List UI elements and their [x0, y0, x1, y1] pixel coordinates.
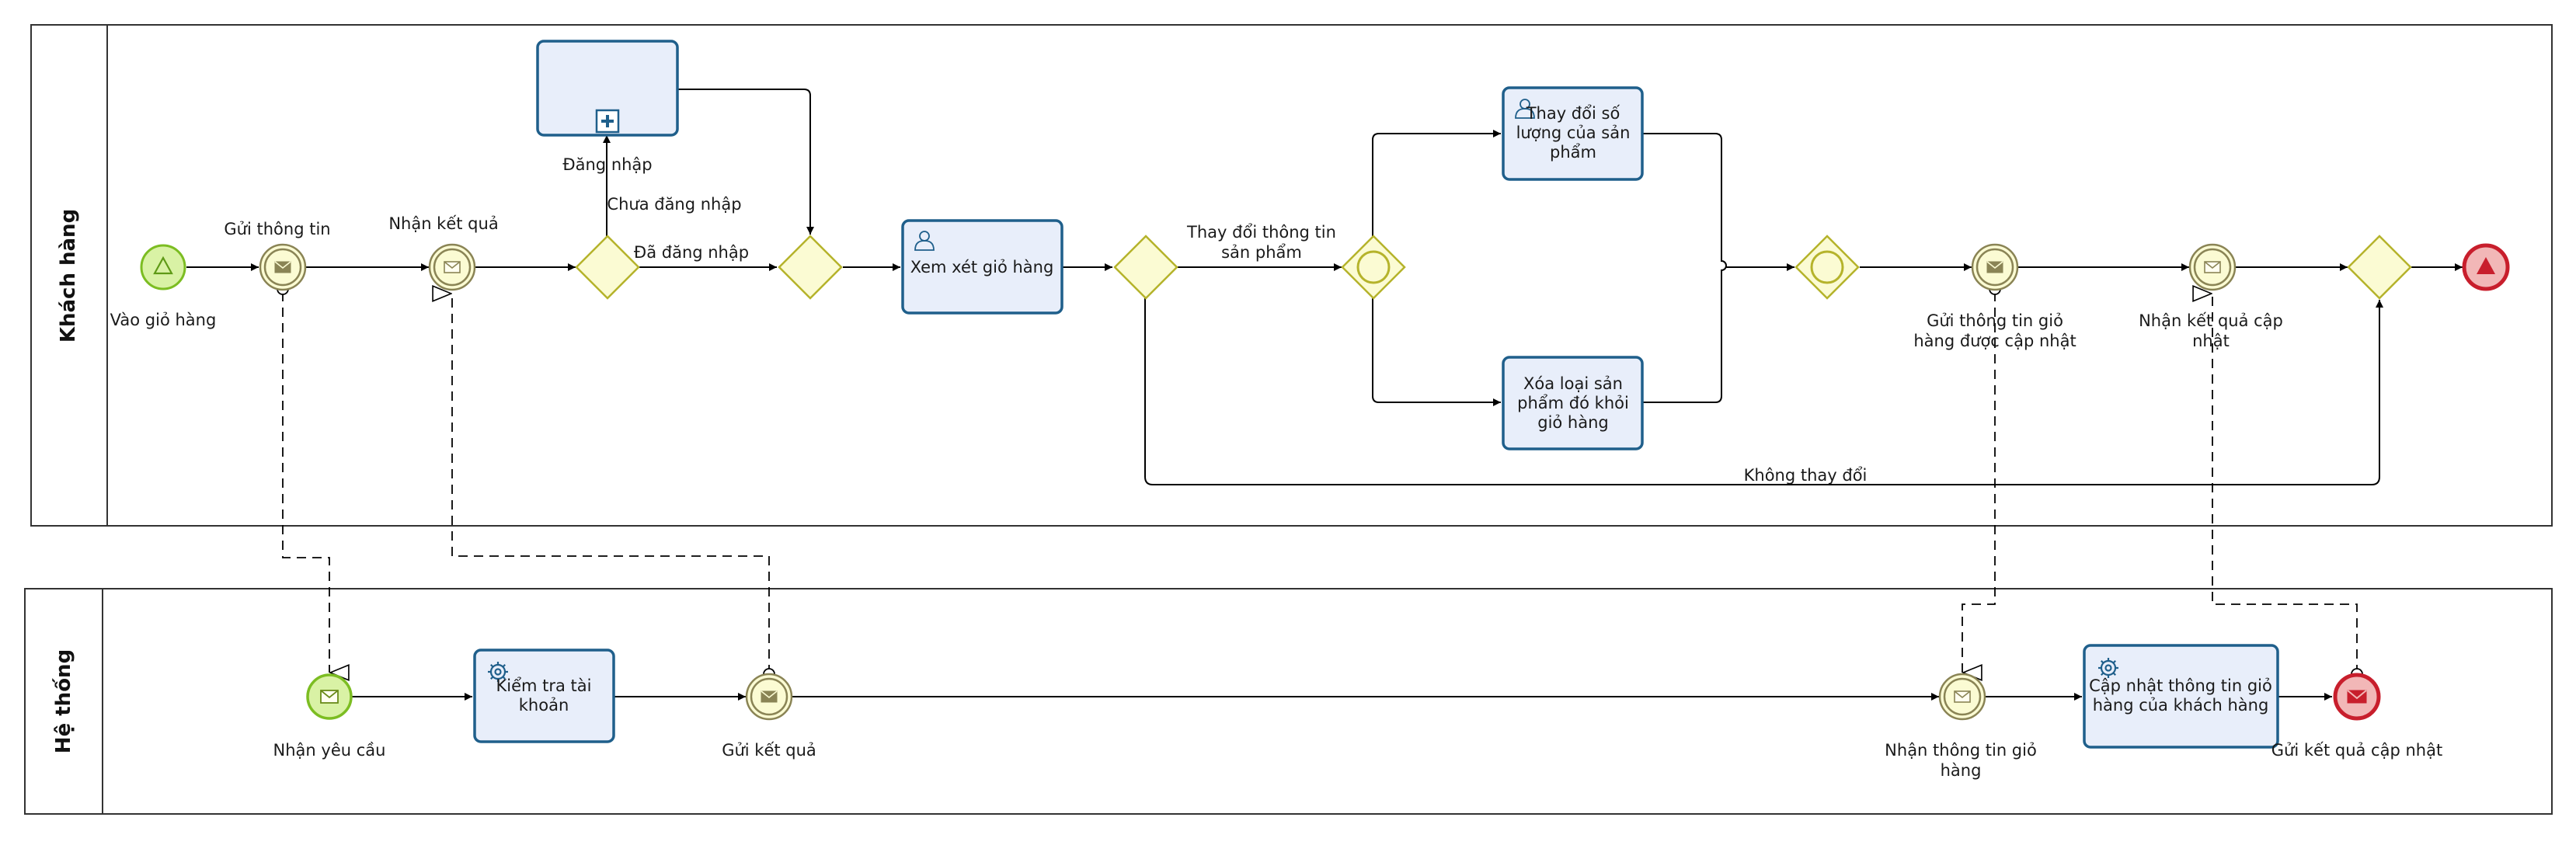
task-change-quantity-line3: phẩm — [1550, 143, 1596, 162]
label-receive-cart-line2: hàng — [1941, 761, 1982, 780]
pool-customer-title: Khách hàng — [57, 209, 80, 343]
intermediate-event-send-updated-cart[interactable] — [1971, 243, 2019, 291]
message-flow-result — [452, 294, 770, 674]
flow-to-change-quantity — [1372, 130, 1501, 236]
subprocess-login[interactable] — [536, 40, 679, 137]
triangle-icon — [153, 256, 173, 275]
intermediate-event-receive-cart-info[interactable] — [1938, 673, 1986, 721]
task-check-account[interactable]: Kiểm tra tài khoản — [473, 649, 615, 743]
task-change-quantity-line2: lượng của sản — [1516, 123, 1631, 142]
end-event-customer[interactable] — [2462, 243, 2510, 291]
pool-system-title: Hệ thống — [51, 649, 75, 753]
intermediate-event-receive-result[interactable] — [428, 243, 476, 291]
label-change-info-line1: Thay đổi thông tin — [1186, 223, 1336, 242]
gateway-final-merge[interactable] — [2347, 235, 2412, 300]
labels: Vào giỏ hàng Gửi thông tin Nhận kết quả … — [110, 155, 2443, 780]
task-update-cart-line1: Cập nhật thông tin giỏ — [2089, 676, 2272, 695]
sequence-flows-customer — [186, 89, 2463, 485]
start-event-receive-request[interactable] — [306, 673, 353, 720]
end-event-send-update-result[interactable] — [2333, 673, 2381, 721]
task-check-account-line2: khoản — [519, 696, 569, 715]
envelope-icon — [1954, 690, 1971, 703]
task-review-cart-label: Xem xét giỏ hàng — [910, 258, 1054, 276]
intermediate-event-send-info[interactable] — [259, 243, 307, 291]
message-flow-send-info — [282, 292, 329, 673]
task-remove-product-line2: phẩm đó khỏi — [1517, 394, 1629, 412]
envelope-icon — [2347, 690, 2367, 704]
start-event-cart[interactable] — [140, 244, 186, 290]
flow-login-to-merge — [677, 89, 814, 235]
label-cart-start: Vào giỏ hàng — [110, 311, 217, 329]
label-send-info: Gửi thông tin — [224, 220, 330, 238]
label-receive-update-line2: nhật — [2192, 332, 2230, 350]
label-receive-cart-line1: Nhận thông tin giỏ — [1885, 741, 2037, 760]
gateway-inclusive-merge[interactable] — [1794, 235, 1860, 300]
label-receive-update-line1: Nhận kết quả cập — [2139, 311, 2283, 330]
label-send-update-result: Gửi kết quả cập nhật — [2271, 741, 2442, 760]
label-not-logged-in: Chưa đăng nhập — [607, 195, 741, 214]
plus-square-icon — [595, 109, 620, 134]
envelope-icon — [320, 690, 339, 704]
message-flow-updated-cart — [1962, 292, 1996, 673]
label-no-change: Không thay đổi — [1744, 466, 1868, 485]
task-remove-product-line3: giỏ hàng — [1537, 413, 1609, 432]
pool-customer: Khách hàng — [30, 24, 2553, 527]
task-update-cart[interactable]: Cập nhật thông tin giỏ hàng của khách hà… — [2083, 644, 2279, 749]
flow-tasks-merge — [1642, 133, 1727, 403]
task-change-quantity-line1: Thay đổi số — [1526, 104, 1620, 123]
task-update-cart-line2: hàng của khách hàng — [2093, 696, 2269, 715]
label-logged-in: Đã đăng nhập — [634, 243, 749, 262]
intermediate-event-send-result[interactable] — [745, 673, 793, 721]
label-receive-request: Nhận yêu cầu — [273, 741, 386, 760]
label-send-result: Gửi kết quả — [722, 741, 816, 760]
flow-to-remove-product — [1372, 298, 1501, 406]
label-login: Đăng nhập — [562, 155, 652, 174]
label-send-updated-line1: Gửi thông tin giỏ — [1927, 311, 2063, 330]
envelope-icon — [444, 261, 461, 273]
label-change-info-line2: sản phẩm — [1221, 243, 1302, 262]
envelope-icon — [1986, 261, 2003, 273]
task-check-account-line1: Kiểm tra tài — [496, 676, 591, 695]
intermediate-event-receive-update-result[interactable] — [2188, 243, 2237, 291]
gateway-inclusive-split[interactable] — [1341, 235, 1406, 300]
triangle-icon — [2477, 257, 2495, 274]
task-review-cart[interactable]: Xem xét giỏ hàng — [901, 219, 1063, 315]
label-send-updated-line2: hàng được cập nhật — [1913, 332, 2076, 350]
task-remove-product-line1: Xóa loại sản — [1523, 374, 1623, 393]
gateway-change-decision[interactable] — [1113, 235, 1178, 300]
envelope-icon — [761, 690, 778, 703]
envelope-icon — [274, 261, 291, 273]
task-change-quantity[interactable]: Thay đổi số lượng của sản phẩm — [1502, 86, 1644, 181]
gateway-login-merge[interactable] — [778, 235, 843, 300]
task-remove-product[interactable]: Xóa loại sản phẩm đó khỏi giỏ hàng — [1502, 356, 1644, 450]
message-flow-update-result — [2212, 294, 2358, 674]
flow-no-change — [1144, 298, 2383, 485]
envelope-icon — [2204, 261, 2221, 273]
label-receive-result: Nhận kết quả — [388, 214, 498, 233]
gateway-login-check[interactable] — [575, 235, 640, 300]
message-flows — [282, 292, 2358, 674]
